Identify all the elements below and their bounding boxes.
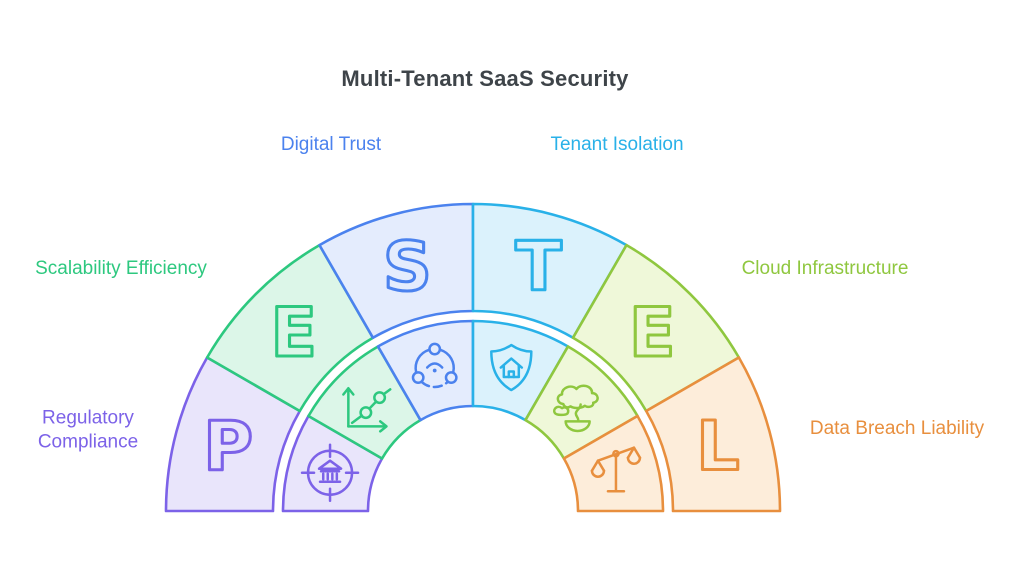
shield-home-icon xyxy=(490,343,533,392)
label-digital-trust: Digital Trust xyxy=(280,134,382,156)
segment-T-3: T xyxy=(471,202,628,422)
label-cloud-infrastructure: Cloud Infrastructure xyxy=(741,258,909,280)
segment-letter-E: E xyxy=(271,294,317,373)
bonsai-tree-icon xyxy=(553,384,599,433)
label-scalability-efficiency: Scalability Efficiency xyxy=(35,258,207,280)
page-title: Multi-Tenant SaaS Security xyxy=(341,66,629,91)
segment-P-0: P xyxy=(164,356,384,513)
segment-S-2: S xyxy=(318,202,475,422)
segment-E-1: E xyxy=(205,243,422,460)
segment-letter-P: P xyxy=(203,407,253,486)
growth-chart-icon xyxy=(342,386,392,433)
segment-L-5: L xyxy=(562,356,782,513)
label-tenant-isolation: Tenant Isolation xyxy=(550,134,684,156)
label-data-breach-liability: Data Breach Liability xyxy=(809,418,985,440)
icon-band-5 xyxy=(562,414,665,513)
label-regulatory-compliance: Regulatory Compliance xyxy=(37,407,139,452)
connected-nodes-icon xyxy=(411,342,458,389)
segment-E-4: E xyxy=(524,243,741,460)
segment-letter-T: T xyxy=(515,228,562,307)
institution-target-icon xyxy=(300,443,360,502)
outer-band-5 xyxy=(644,356,782,513)
scales-icon xyxy=(590,446,642,493)
segment-letter-E: E xyxy=(629,294,675,373)
segment-letter-S: S xyxy=(383,228,432,307)
segment-letter-L: L xyxy=(696,407,739,486)
